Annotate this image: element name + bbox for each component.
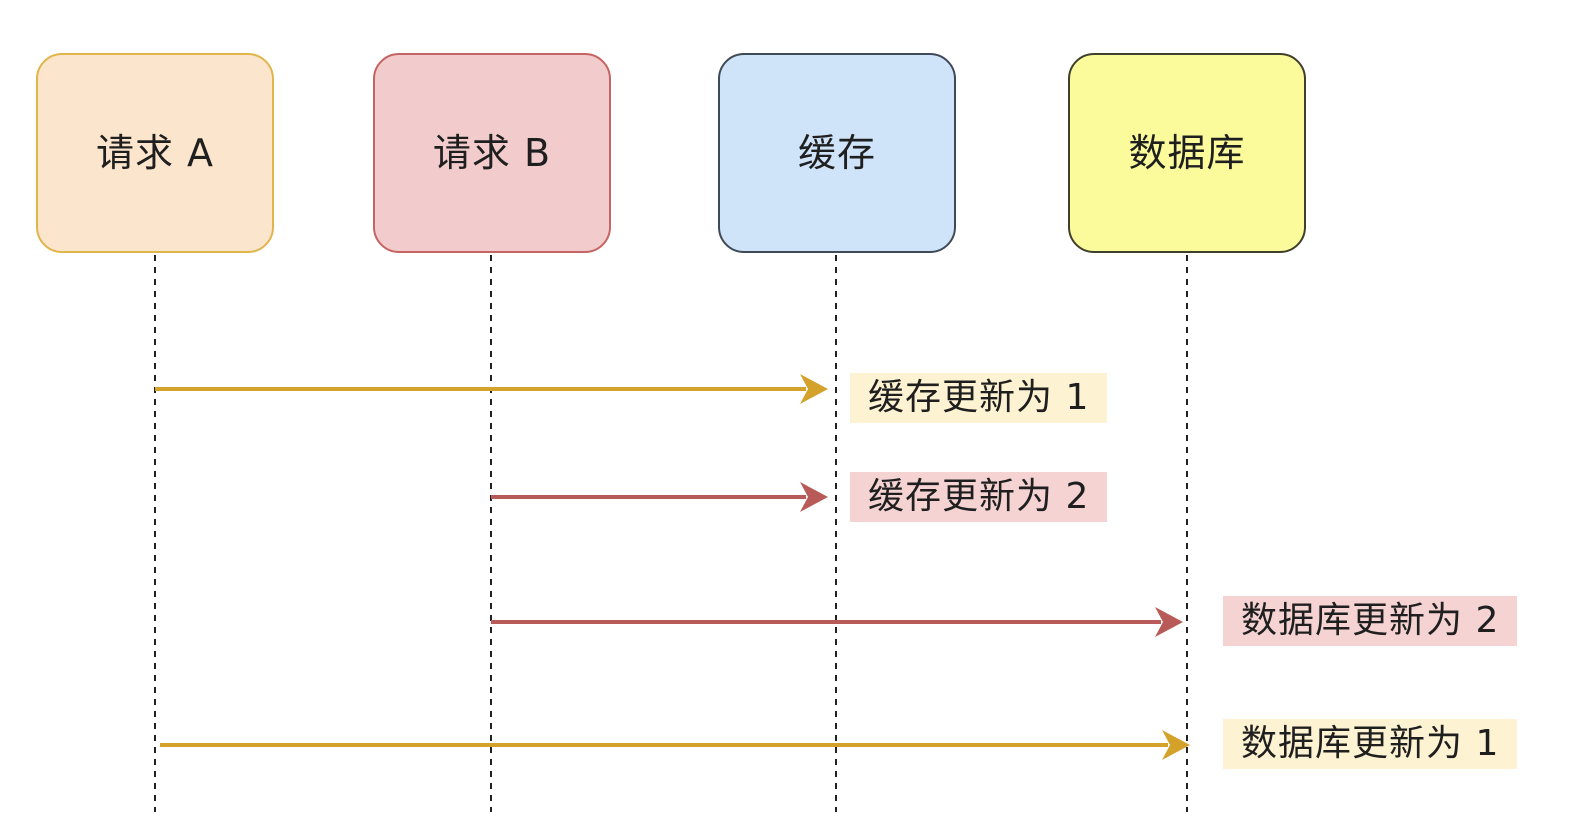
message-label-cache-update-1: 缓存更新为 1	[850, 373, 1108, 423]
participant-request-b: 请求 B	[373, 53, 611, 253]
message-arrowhead	[800, 374, 828, 404]
message-label-db-update-1: 数据库更新为 1	[1223, 719, 1518, 769]
participant-database: 数据库	[1068, 53, 1306, 253]
participant-request-a: 请求 A	[36, 53, 274, 253]
message-label-cache-update-2: 缓存更新为 2	[850, 472, 1108, 522]
message-arrowhead	[1162, 730, 1190, 760]
message-label-db-update-2: 数据库更新为 2	[1223, 596, 1518, 646]
message-arrowhead	[1155, 607, 1183, 637]
message-arrowhead	[800, 482, 828, 512]
participant-cache: 缓存	[718, 53, 956, 253]
